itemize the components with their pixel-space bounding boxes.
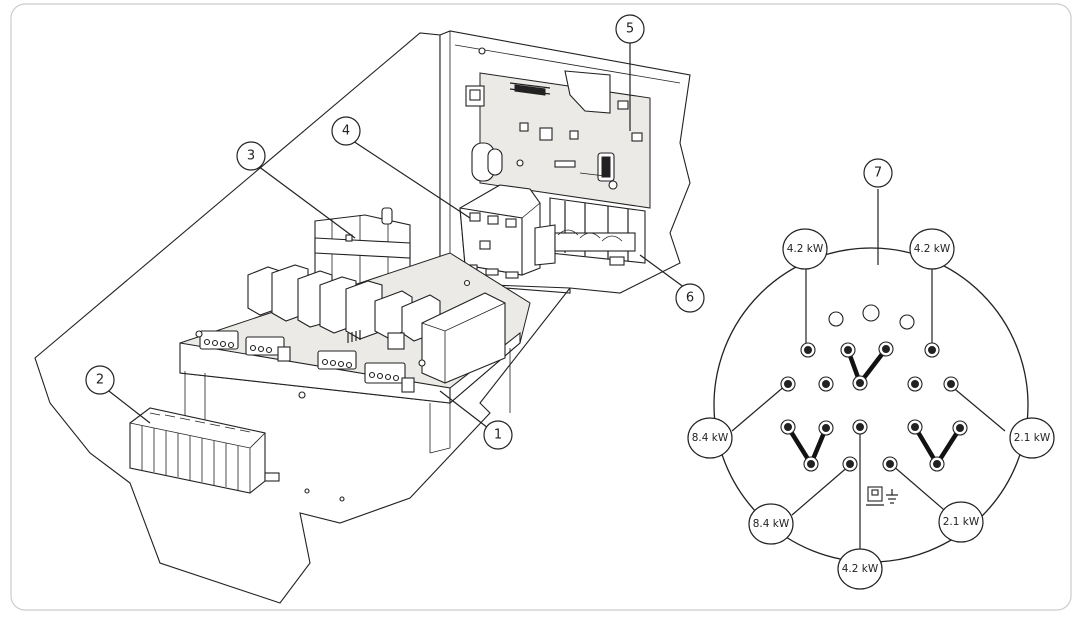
connector-pinout: 7	[687, 158, 1055, 590]
contactor-block	[459, 184, 541, 279]
wiring-diagram: 1 2 3 4 5 6 7	[10, 3, 1072, 611]
label-mid-left: 8.4 kW	[687, 417, 733, 459]
callout-5: 5	[615, 14, 645, 44]
callout-1-label: 1	[494, 428, 502, 443]
label-low-right-text: 2.1 kW	[943, 516, 980, 528]
empty-pin-hole	[862, 304, 880, 322]
label-bottom-text: 4.2 kW	[842, 563, 879, 575]
power-terminal-block	[534, 197, 646, 266]
label-top-right: 4.2 kW	[909, 228, 955, 270]
pins	[780, 341, 968, 472]
terminal-strip	[129, 407, 280, 494]
callout-1: 1	[483, 420, 513, 450]
label-mid-left-text: 8.4 kW	[692, 432, 729, 444]
label-low-left-text: 8.4 kW	[753, 518, 790, 530]
empty-pin-hole	[828, 311, 844, 327]
label-top-right-text: 4.2 kW	[914, 243, 951, 255]
terminal-symbol-icon	[866, 486, 884, 506]
label-mid-right-text: 2.1 kW	[1014, 432, 1051, 444]
callout-4: 4	[331, 116, 361, 146]
label-top-left: 4.2 kW	[782, 228, 828, 270]
callout-4-label: 4	[342, 124, 350, 139]
callout-6: 6	[675, 283, 705, 313]
main-board	[179, 252, 531, 454]
label-low-right: 2.1 kW	[938, 501, 984, 543]
label-mid-right: 2.1 kW	[1009, 417, 1055, 459]
callout-7: 7	[863, 158, 893, 188]
diagram-frame: 1 2 3 4 5 6 7	[10, 3, 1072, 611]
label-bottom: 4.2 kW	[837, 548, 883, 590]
callout-3: 3	[236, 141, 266, 171]
callout-6-label: 6	[686, 291, 694, 306]
label-low-left: 8.4 kW	[748, 503, 794, 545]
earth-ground-icon	[886, 489, 898, 504]
callout-5-label: 5	[626, 22, 634, 37]
control-board	[465, 70, 651, 209]
empty-pin-hole	[899, 314, 915, 330]
enclosure-illustration	[34, 30, 691, 604]
callout-2: 2	[85, 365, 115, 395]
label-top-left-text: 4.2 kW	[787, 243, 824, 255]
callout-leaders	[104, 43, 686, 429]
callout-7-label: 7	[874, 166, 882, 181]
callout-2-label: 2	[96, 373, 104, 388]
callout-3-label: 3	[247, 149, 255, 164]
